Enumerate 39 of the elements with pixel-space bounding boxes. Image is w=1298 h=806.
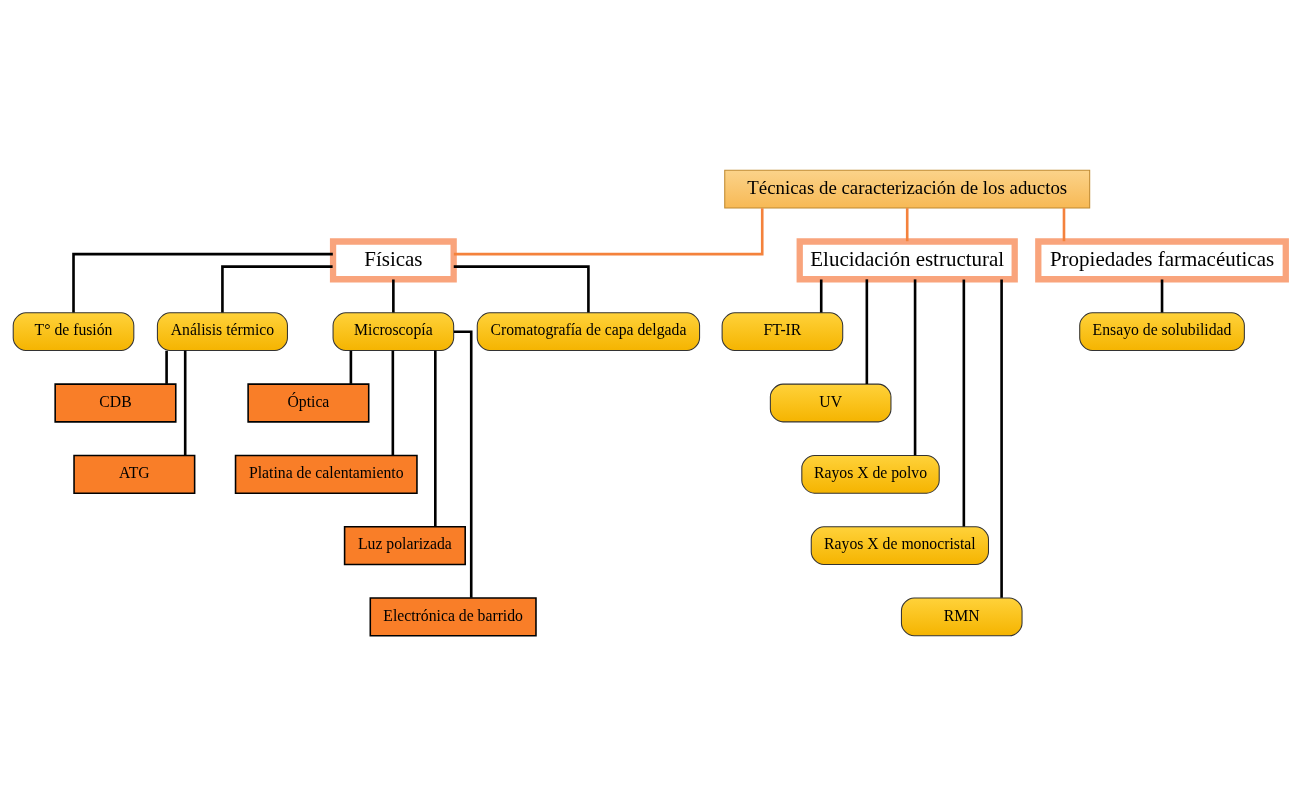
connector <box>220 265 333 313</box>
connector <box>391 279 395 313</box>
node-box: Elucidación estructural <box>796 238 1018 283</box>
node-box: Óptica <box>246 383 369 423</box>
connector <box>453 330 473 598</box>
connector <box>433 350 437 527</box>
node-box: Ensayo de solubilidad <box>1078 312 1245 352</box>
connector <box>913 279 916 456</box>
connector <box>164 350 168 384</box>
node-box: ATG <box>72 454 195 494</box>
node-box: CDB <box>53 383 177 423</box>
node-box: Luz polarizada <box>343 525 466 566</box>
connector <box>71 252 333 313</box>
connector <box>453 208 764 256</box>
node-box: Cromatografía de capa delgada <box>476 312 700 352</box>
connector <box>453 265 590 313</box>
node-box: T° de fusión <box>12 312 134 352</box>
node-box: Físicas <box>329 238 457 283</box>
node-box: Propiedades farmacéuticas <box>1034 238 1289 283</box>
connector <box>1062 208 1065 242</box>
node-box: Microscopía <box>332 312 454 352</box>
node-box: Análisis térmico <box>156 312 288 352</box>
connector <box>865 279 868 384</box>
connector <box>183 350 186 456</box>
node-box: Platina de calentamiento <box>234 454 418 494</box>
node-box: Técnicas de caracterización de los aductos <box>723 169 1090 209</box>
node-box: RMN <box>900 597 1023 637</box>
node-box: Rayos X de monocristal <box>810 526 989 566</box>
node-box: Rayos X de polvo <box>800 454 940 494</box>
connector <box>999 279 1003 598</box>
connector <box>1160 279 1163 313</box>
connector <box>905 208 908 242</box>
connector <box>391 350 394 456</box>
node-box: FT-IR <box>721 312 843 352</box>
connector <box>962 279 965 527</box>
connector <box>349 350 352 384</box>
node-box: Electrónica de barrido <box>369 597 537 637</box>
node-box: UV <box>769 383 891 423</box>
connector <box>819 279 823 313</box>
